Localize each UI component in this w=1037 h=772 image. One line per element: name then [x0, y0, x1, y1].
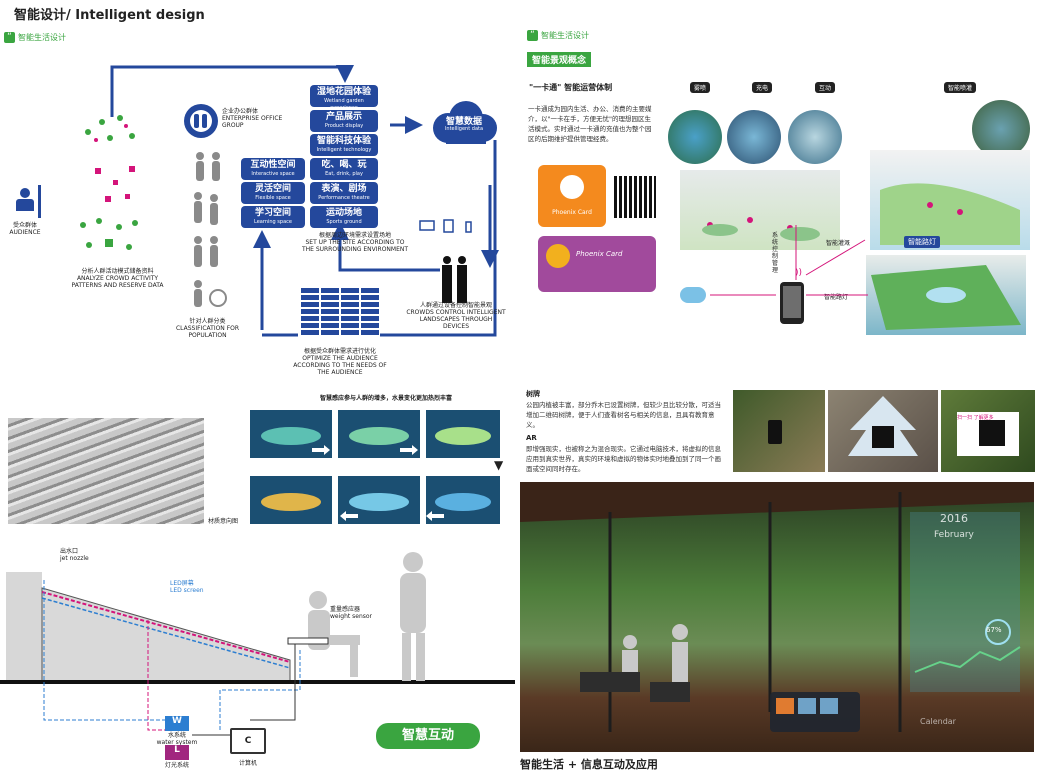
- phoenix-card-purple: Phoenix Card: [538, 236, 656, 292]
- card-system-desc: 一卡通成为园内生活、办公、消费的主要媒介，以"一卡在手，方便无忧"的理想园区生活…: [528, 105, 652, 143]
- material-photo: [8, 418, 204, 524]
- light-system-icon: L: [165, 745, 189, 760]
- flow-arrows: [110, 65, 499, 337]
- fountain-heading: 智慧感应参与人群的增多，水景变化更加热烈丰富: [320, 395, 453, 402]
- section-drawing: [0, 552, 515, 736]
- qr-card-title: 扫一扫 了解更多: [957, 415, 994, 421]
- bubble-mist: 雾喷: [690, 82, 711, 93]
- water-system-icon: W: [165, 716, 189, 731]
- photo-tree-qr: [828, 390, 938, 472]
- light-system-label: 灯光系统: [164, 762, 189, 769]
- person-icon: [16, 188, 34, 211]
- scene-streetlamp: [866, 255, 1026, 335]
- streetlamp-label: 智能路灯: [904, 236, 940, 248]
- computer-label: 计算机: [238, 760, 257, 767]
- photo-interact: [788, 110, 842, 164]
- phoenix-logo-icon: [560, 175, 584, 199]
- fountain-sequence: [250, 408, 500, 526]
- section-tag-text: 智能生活设计: [18, 33, 66, 42]
- cloud-subtitle: Intelligent data: [444, 126, 484, 132]
- photo-charge: [727, 110, 781, 164]
- devices-icons: [418, 218, 480, 233]
- tree-tag-text: 公园内植被丰富，部分乔木已设置树牌，但较少且比较分散，可适当增加二维码树牌，便于…: [526, 401, 721, 429]
- device-arrows: [710, 225, 868, 296]
- activity-icons-top: [80, 112, 140, 142]
- wifi-icon: )): [795, 268, 803, 278]
- enterprise-icon: [184, 104, 218, 138]
- cloud-small-icon: [680, 287, 706, 303]
- calendar-year: 2016: [940, 512, 968, 525]
- people-silhouettes: [188, 150, 233, 315]
- scene-plaza: [680, 170, 840, 250]
- bubble-interact: 互动: [815, 82, 836, 93]
- render-caption: 智能生活 + 信息互动及应用: [520, 758, 658, 771]
- page-title: 智能设计/ Intelligent design: [14, 8, 205, 23]
- divider: [38, 185, 41, 218]
- cloud-icon: 智慧数据 Intelligent data: [428, 100, 500, 146]
- photo-qr-card: 扫一扫 了解更多: [941, 390, 1035, 472]
- lamp-link-label: 智能路灯: [824, 294, 849, 301]
- photo-phone-scan: [733, 390, 825, 472]
- section-tag-left: “智能生活设计: [4, 32, 66, 43]
- card-system-heading: "一卡通" 智能运营体制: [529, 83, 613, 92]
- cloud-title: 智慧数据: [445, 117, 482, 127]
- quote-icon: “: [527, 30, 538, 41]
- render-smart-life: 2016 February 67% Calendar: [520, 482, 1034, 752]
- smart-interaction-badge: 智慧互动: [376, 723, 480, 749]
- activity-icons-mid: [85, 160, 145, 210]
- ar-text: 即增强现实，也被称之为混合现实。它通过电脑技术，将虚拟的信息应用到真实世界，真实…: [526, 445, 721, 473]
- calendar-caption: Calendar: [920, 717, 956, 726]
- concept-heading: 智能景观概念: [527, 52, 592, 67]
- smartphone-icon: [780, 282, 804, 324]
- computer-icon: C: [230, 728, 266, 754]
- businesspeople-icon: [435, 255, 475, 305]
- quote-icon: “: [4, 32, 15, 43]
- irrigation-link-label: 智能灌溉: [826, 240, 851, 247]
- section-tag-right: “智能生活设计: [527, 30, 589, 41]
- bubble-charge: 充电: [752, 82, 773, 93]
- percent-readout: 67%: [986, 626, 1002, 634]
- calendar-month: February: [934, 530, 974, 540]
- data-grid: [301, 288, 379, 338]
- bubble-irrigation: 智能喷灌: [944, 82, 977, 93]
- tree-tag-title: 树牌: [526, 390, 540, 398]
- arrow-down-icon: ▼: [494, 458, 504, 472]
- phoenix-card-orange: Phoenix Card: [538, 165, 606, 227]
- section-tag-text: 智能生活设计: [541, 31, 589, 40]
- qr-code: [614, 176, 656, 218]
- photo-mist: [668, 110, 722, 164]
- activity-icons-bottom: [75, 215, 145, 260]
- photo-irrigation: [972, 100, 1030, 158]
- ar-title: AR: [526, 434, 537, 442]
- phoenix-logo-icon: [546, 244, 570, 268]
- card-label: Phoenix Card: [576, 250, 623, 258]
- system-control-label: 系统控制管理: [772, 232, 779, 274]
- card-label: Phoenix Card: [552, 209, 592, 216]
- scene-irrigation: [870, 150, 1030, 250]
- material-caption: 材质意向图: [208, 518, 239, 525]
